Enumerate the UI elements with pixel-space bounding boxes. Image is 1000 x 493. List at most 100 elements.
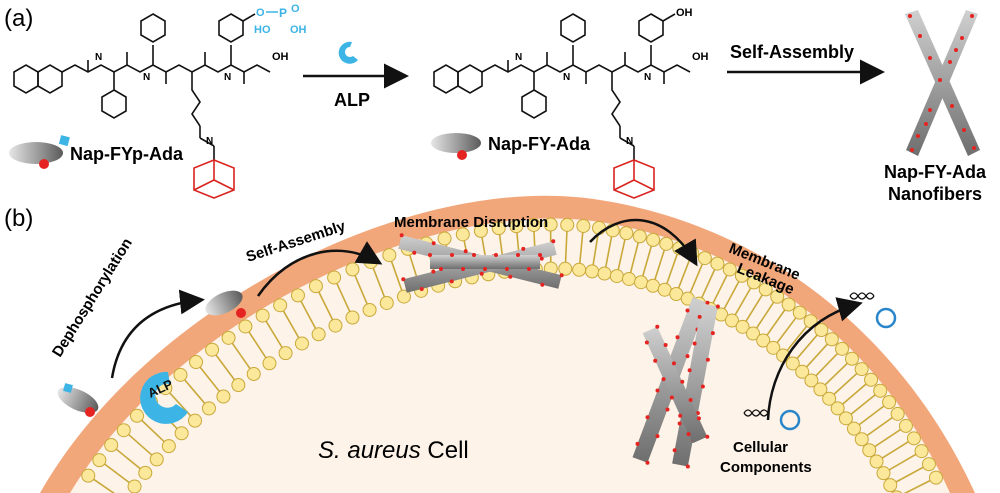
compound-2-name: Nap-FY-Ada (488, 134, 591, 154)
acid-2-label: OH (692, 51, 709, 63)
lipid-head (795, 364, 810, 379)
lipid-head (646, 232, 661, 247)
lipid-head (116, 423, 131, 438)
fiber-red-dot (685, 354, 690, 359)
lipid-tail (371, 266, 386, 299)
lipid-head (246, 366, 261, 381)
lipid-tail (641, 244, 653, 278)
fiber-red-dot (538, 253, 542, 257)
fiber-red-dot (450, 253, 454, 257)
lipid-head (201, 401, 216, 416)
lipid-tail (168, 391, 193, 418)
nh-1: N (95, 52, 102, 63)
lipid-tail (604, 235, 613, 269)
fiber-red-dot (669, 395, 674, 400)
membrane-nanofibers (398, 233, 564, 293)
fiber-red-dot (508, 274, 513, 279)
lipid-tail (299, 299, 317, 331)
nh-8: N (626, 136, 633, 147)
fiber-red-dot (678, 413, 683, 418)
lipid-head (883, 478, 898, 493)
lipid-head (854, 432, 869, 447)
lipid-tail (247, 330, 268, 360)
nanofiber-x-a (905, 10, 980, 156)
lipid-head (327, 270, 342, 285)
lipid-tail (804, 342, 830, 369)
lipid-head (221, 330, 236, 345)
svg-text:OH: OH (290, 24, 307, 36)
dna-icon-outside (849, 292, 875, 300)
fiber-red-dot (539, 256, 544, 261)
fiber-red-dot (672, 448, 677, 453)
lipid-head (231, 378, 246, 393)
lipid-tail (744, 293, 764, 324)
fiber-red-dot (551, 239, 556, 244)
lipid-head (890, 406, 905, 421)
lipid-head (862, 443, 877, 458)
fiber-red-dot (671, 361, 676, 366)
nh-3: N (224, 72, 231, 83)
vesicle-outside (875, 307, 897, 329)
lipid-tail (653, 248, 666, 282)
lipid-head (278, 346, 293, 361)
hydroxyl-label: OH (676, 7, 693, 19)
lipid-head (255, 308, 270, 323)
components-line1: Cellular (733, 439, 788, 456)
lipid-head (396, 289, 411, 304)
lipid-head (345, 310, 360, 325)
lipid-head (835, 341, 850, 356)
lipid-head (876, 466, 891, 481)
cell-interior (70, 218, 950, 493)
lipid-head (710, 256, 725, 271)
fiber-red-dot (705, 357, 710, 362)
nh-5: N (515, 52, 522, 63)
nh-7: N (644, 72, 651, 83)
lipid-head (734, 268, 749, 283)
lipid-head (921, 457, 936, 472)
lipid-head (657, 282, 672, 297)
lipid-head (173, 367, 188, 382)
lipid-head (766, 340, 781, 355)
lipid-head (560, 217, 575, 232)
lipid-tail (832, 371, 859, 396)
fiber-red-dot (399, 233, 404, 238)
lipid-head (770, 289, 785, 304)
lipid-tail (849, 393, 877, 416)
fiber-red-dot (419, 286, 424, 291)
lipid-tail (214, 353, 237, 382)
lipid-head (854, 362, 869, 377)
fiber-red-dot (665, 407, 670, 412)
lipid-tail (592, 232, 600, 267)
nap-fyp-ada-outside (57, 383, 99, 417)
fiber-red-dot (663, 343, 668, 348)
lipid-head (362, 302, 377, 317)
fiber-red-dot (655, 324, 660, 329)
lipid-tail (140, 418, 166, 444)
lipid-head (455, 227, 470, 242)
fiber-red-dot (705, 300, 710, 305)
fiber-red-dot (540, 282, 545, 287)
lipid-head (824, 332, 839, 347)
lipid-tail (894, 465, 925, 484)
lipid-tail (264, 319, 284, 350)
lipid-head (262, 356, 277, 371)
lipid-head (382, 248, 397, 263)
fiber-red-dot (559, 273, 564, 278)
lipid-head (188, 413, 203, 428)
lipid-head (756, 333, 771, 348)
lipid-tail (823, 361, 849, 387)
fiber-red-dot (675, 335, 680, 340)
svg-text:P: P (279, 6, 287, 20)
lipid-head (619, 226, 634, 241)
lipid-head (659, 236, 674, 251)
lipid-tail (629, 240, 640, 275)
lipid-head (174, 426, 189, 441)
alp-enzyme-membrane (140, 371, 188, 424)
nanofiber-strand (430, 255, 540, 269)
product-name-line2: Nanofibers (888, 184, 982, 204)
lipid-head (543, 217, 558, 232)
lipid-head (898, 418, 913, 433)
alp-label: ALP (334, 90, 370, 110)
fiber-red-dot (461, 267, 465, 271)
lipid-head (758, 282, 773, 297)
